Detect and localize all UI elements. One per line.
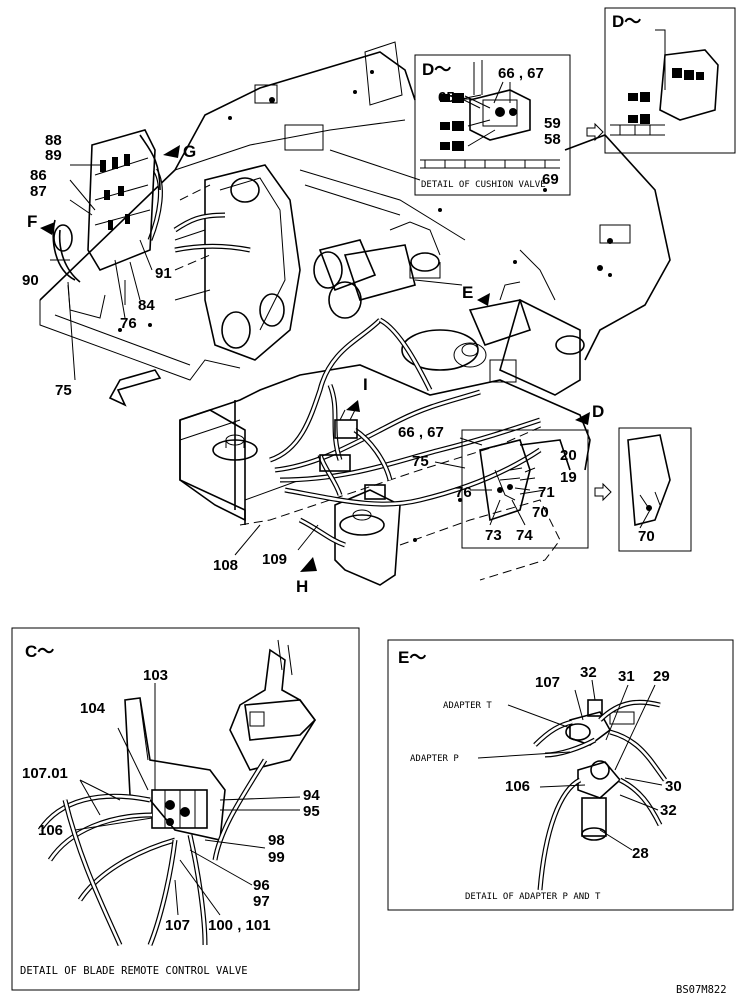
label-73: 73 bbox=[485, 527, 502, 544]
label-98: 98 bbox=[268, 832, 285, 849]
label-91: 91 bbox=[155, 265, 172, 282]
label-20: 20 bbox=[560, 447, 577, 464]
label-19: 19 bbox=[560, 469, 577, 486]
leader-lines bbox=[50, 81, 651, 556]
detail-C-title: C～ bbox=[25, 642, 54, 661]
caption-blade-valve: DETAIL OF BLADE REMOTE CONTROL VALVE bbox=[20, 965, 248, 977]
label-107b: 107 bbox=[535, 674, 560, 691]
label-108: 108 bbox=[213, 557, 238, 574]
label-E: E bbox=[462, 283, 473, 302]
label-84: 84 bbox=[138, 297, 155, 314]
label-adapter-p: ADAPTER P bbox=[410, 754, 459, 764]
label-70a: 70 bbox=[532, 504, 549, 521]
label-31: 31 bbox=[618, 668, 635, 685]
label-88: 88 bbox=[45, 132, 62, 149]
label-71: 71 bbox=[538, 484, 555, 501]
label-97: 97 bbox=[253, 893, 270, 910]
detail-blade-remote-control-valve bbox=[11, 627, 360, 991]
label-30: 30 bbox=[665, 778, 682, 795]
label-28: 28 bbox=[632, 845, 649, 862]
label-96: 96 bbox=[253, 877, 270, 894]
label-86: 86 bbox=[30, 167, 47, 184]
label-75a: 75 bbox=[55, 382, 72, 399]
reference-code: BS07M822 bbox=[676, 984, 727, 996]
detail-D-title: D～ bbox=[422, 60, 451, 79]
caption-adapter: DETAIL OF ADAPTER P AND T bbox=[465, 892, 601, 902]
label-106a: 106 bbox=[38, 822, 63, 839]
label-99: 99 bbox=[268, 849, 285, 866]
cushion-fittings bbox=[440, 93, 517, 151]
label-95: 95 bbox=[303, 803, 320, 820]
detail-adapter-p-and-t bbox=[387, 639, 734, 911]
label-H: H bbox=[296, 577, 308, 596]
label-76a: 76 bbox=[120, 315, 137, 332]
label-D: D bbox=[592, 402, 604, 421]
label-75b: 75 bbox=[412, 453, 429, 470]
label-76b: 76 bbox=[455, 484, 472, 501]
label-106b: 106 bbox=[505, 778, 530, 795]
detail-E-title: E～ bbox=[398, 648, 426, 667]
label-32b: 32 bbox=[660, 802, 677, 819]
label-69: 69 bbox=[542, 171, 559, 188]
label-104: 104 bbox=[80, 700, 106, 717]
label-65: 65 bbox=[438, 89, 455, 106]
caption-cushion-valve: DETAIL OF CUSHION VALVE bbox=[421, 180, 546, 190]
label-90: 90 bbox=[22, 272, 39, 289]
detail-cushion-valve-alt bbox=[604, 7, 736, 154]
label-F: F bbox=[27, 212, 37, 231]
callout-labels: 88 89 86 87 F G 90 91 84 76 75 E I D 66 … bbox=[20, 12, 727, 996]
label-89: 89 bbox=[45, 147, 62, 164]
label-58: 58 bbox=[544, 131, 561, 148]
label-109: 109 bbox=[262, 551, 287, 568]
label-87: 87 bbox=[30, 183, 47, 200]
label-adapter-t: ADAPTER T bbox=[443, 701, 492, 711]
label-70b: 70 bbox=[638, 528, 655, 545]
label-94: 94 bbox=[303, 787, 320, 804]
label-107-01: 107.01 bbox=[22, 765, 68, 782]
label-I: I bbox=[363, 375, 368, 394]
label-66-67a: 66 , 67 bbox=[498, 65, 544, 82]
label-59: 59 bbox=[544, 115, 561, 132]
label-103: 103 bbox=[143, 667, 168, 684]
label-107a: 107 bbox=[165, 917, 190, 934]
label-74: 74 bbox=[516, 527, 533, 544]
label-G: G bbox=[183, 142, 196, 161]
label-32a: 32 bbox=[580, 664, 597, 681]
label-29: 29 bbox=[653, 668, 670, 685]
detail-D2-title: D～ bbox=[612, 12, 641, 31]
label-66-67b: 66 , 67 bbox=[398, 424, 444, 441]
label-100-101: 100 , 101 bbox=[208, 917, 271, 934]
